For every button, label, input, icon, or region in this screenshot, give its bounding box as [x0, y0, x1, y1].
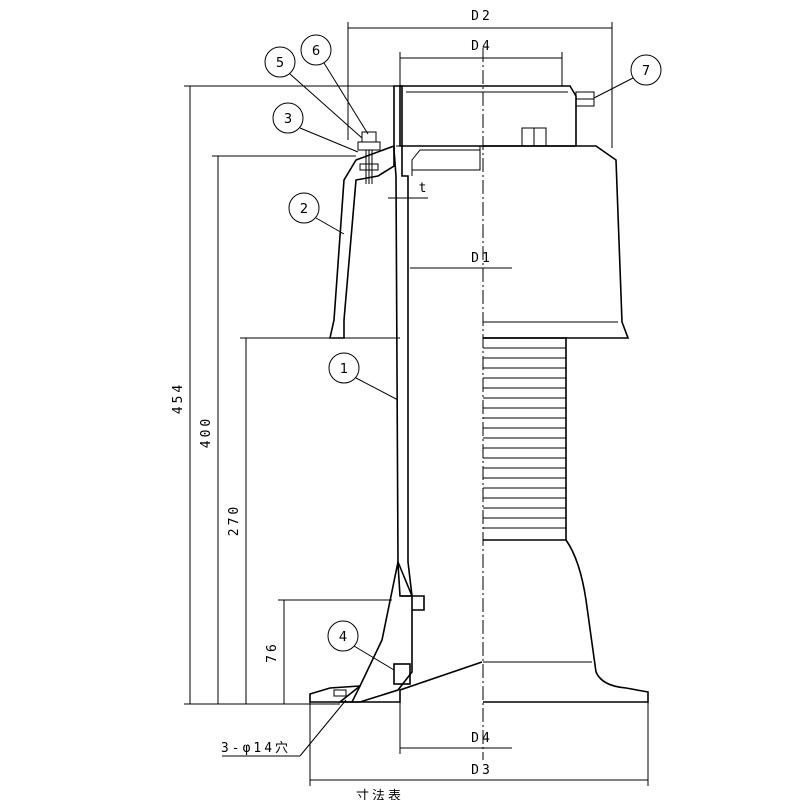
dimension-lines — [184, 22, 649, 786]
svg-text:4: 4 — [339, 630, 347, 645]
dim-454-label: 454 — [171, 382, 186, 414]
dim-d2-label: D2 — [471, 9, 493, 24]
callout-3: 3 — [272, 102, 359, 153]
dim-t-label: t — [419, 181, 430, 196]
svg-text:6: 6 — [312, 44, 320, 59]
bolt-5-6 — [357, 131, 381, 184]
footer-text: 寸法表 — [356, 789, 404, 800]
callout-4: 4 — [327, 620, 395, 671]
ribs — [483, 347, 566, 529]
section-view — [309, 85, 483, 703]
svg-text:7: 7 — [642, 64, 650, 79]
callout-5: 5 — [264, 46, 363, 139]
dim-76-label: 76 — [265, 641, 280, 663]
exterior-view — [399, 85, 649, 703]
callout-2: 2 — [288, 192, 345, 235]
dim-d4-bottom-label: D4 — [471, 731, 493, 746]
svg-text:2: 2 — [300, 202, 308, 217]
callout-7: 7 — [593, 54, 662, 99]
callout-6: 6 — [300, 34, 369, 135]
callout-1: 1 — [328, 352, 399, 401]
dim-d1-label: D1 — [471, 251, 493, 266]
dim-d3-label: D3 — [471, 763, 493, 778]
svg-text:5: 5 — [276, 56, 284, 71]
dim-270-label: 270 — [227, 504, 242, 536]
holes-label: 3-φ14穴 — [221, 741, 291, 756]
svg-text:3: 3 — [284, 112, 292, 127]
svg-text:1: 1 — [340, 362, 348, 377]
dim-d4-top-label: D4 — [471, 39, 493, 54]
dim-400-label: 400 — [199, 416, 214, 448]
